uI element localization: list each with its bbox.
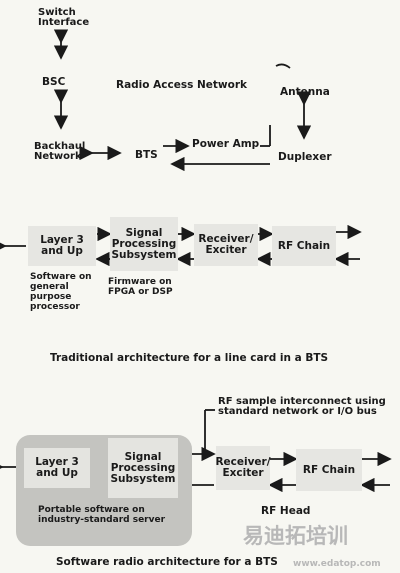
- software-on-processor-note: Software on general purpose processor: [30, 272, 92, 312]
- antenna-label: Antenna: [280, 86, 330, 98]
- sr-signal-processing-box: Signal Processing Subsystem: [108, 438, 178, 498]
- portable-software-note: Portable software on industry-standard s…: [38, 505, 166, 525]
- bsc-label: BSC: [42, 76, 66, 88]
- duplexer-label: Duplexer: [278, 151, 332, 163]
- switch-interface-label: Switch Interface: [38, 7, 90, 28]
- sr-receiver-exciter-box: Receiver/ Exciter: [215, 446, 271, 490]
- traditional-caption: Traditional architecture for a line card…: [50, 352, 329, 364]
- software-radio-caption: Software radio architecture for a BTS: [56, 556, 278, 568]
- receiver-exciter-box: Receiver/ Exciter: [194, 224, 258, 266]
- layer3-box: Layer 3 and Up: [28, 226, 96, 266]
- sr-rf-chain-box: RF Chain: [296, 449, 362, 491]
- radio-access-network-label: Radio Access Network: [116, 79, 248, 91]
- power-amp-label: Power Amp: [192, 138, 260, 150]
- backhaul-network-label: Backhaul Network: [34, 141, 86, 162]
- rf-chain-box: RF Chain: [272, 226, 336, 266]
- signal-processing-box: Signal Processing Subsystem: [110, 217, 178, 271]
- sr-layer3-box: Layer 3 and Up: [24, 448, 90, 488]
- watermark-brand: 易迪拓培训: [243, 524, 348, 548]
- watermark-url: www.edatop.com: [293, 559, 381, 569]
- firmware-note: Firmware on FPGA or DSP: [108, 277, 173, 297]
- rf-head-label: RF Head: [261, 505, 311, 517]
- bts-label: BTS: [135, 149, 158, 161]
- rf-sample-interconnect-note: RF sample interconnect using standard ne…: [218, 396, 386, 417]
